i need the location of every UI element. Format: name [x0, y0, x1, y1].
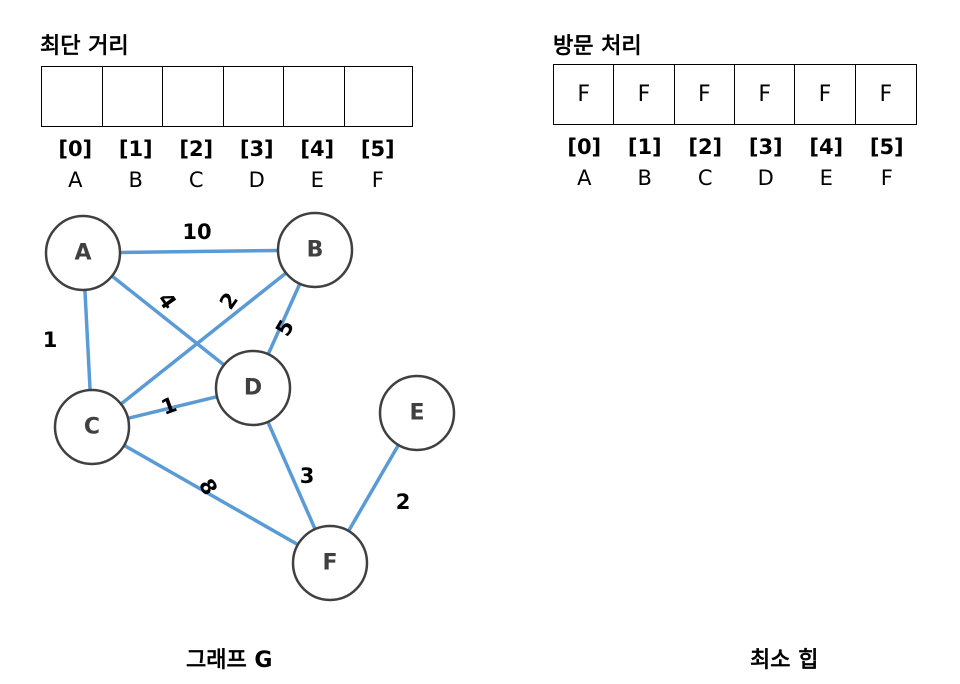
visited-label: E [819, 166, 833, 190]
visited-title: 방문 처리 [553, 34, 642, 59]
distance-cell-4 [284, 67, 345, 126]
distance-index: [3] [239, 137, 274, 161]
visited-label: D [757, 166, 774, 190]
distance-cell-0 [42, 67, 103, 126]
visited-label: B [637, 166, 652, 190]
edge-weight-A-C: 1 [43, 328, 58, 352]
distance-label: F [371, 168, 384, 192]
visited-index: [5] [869, 135, 904, 159]
edge-weight-E-F: 2 [396, 490, 411, 514]
distance-cell-3 [224, 67, 284, 126]
edge-B-D [266, 283, 302, 355]
visited-cell-4: F [795, 65, 856, 124]
node-E [378, 374, 456, 452]
edge-A-D [110, 274, 226, 367]
heap-caption: 최소 힙 [750, 648, 819, 673]
visited-cell-0: F [554, 65, 615, 124]
distance-array [41, 66, 413, 127]
distance-index: [4] [300, 137, 335, 161]
visited-labels: A B C D E F [554, 165, 917, 191]
visited-cell-3: F [735, 65, 796, 124]
distance-title: 최단 거리 [40, 34, 129, 59]
distance-indices: [0] [1] [2] [3] [4] [5] [45, 136, 408, 162]
graph-caption: 그래프 G [186, 648, 273, 673]
distance-label: C [188, 168, 204, 192]
visited-index: [0] [567, 135, 602, 159]
edge-weight-A-B: 10 [182, 220, 211, 244]
node-A [44, 214, 122, 292]
distance-labels: A B C D E F [45, 167, 408, 193]
graph-edges [83, 248, 400, 547]
visited-index: [2] [688, 135, 723, 159]
visited-label: C [697, 166, 713, 190]
distance-label: B [128, 168, 143, 192]
edge-A-B [119, 248, 279, 255]
edge-C-D [127, 395, 218, 420]
distance-index: [1] [118, 137, 153, 161]
edge-E-F [347, 444, 400, 532]
visited-label: F [880, 166, 893, 190]
node-label-C: C [84, 415, 100, 440]
edge-weight-C-D: 1 [158, 392, 180, 420]
node-label-D: D [244, 376, 262, 401]
visited-cell-1: F [614, 65, 675, 124]
visited-index: [4] [809, 135, 844, 159]
node-label-B: B [307, 238, 324, 263]
distance-index: [2] [179, 137, 214, 161]
graph-nodes: A B C D E F [44, 211, 456, 602]
distance-index: [5] [360, 137, 395, 161]
visited-label: A [577, 166, 592, 190]
edge-weight-C-F: 8 [194, 475, 222, 500]
node-B [276, 211, 354, 289]
distance-index: [0] [58, 137, 93, 161]
node-F [291, 524, 369, 602]
edge-B-C [119, 271, 288, 406]
visited-array: F F F F F F [553, 64, 917, 125]
edge-A-C [83, 289, 92, 391]
visited-index: [1] [627, 135, 662, 159]
distance-cell-1 [103, 67, 163, 126]
node-label-E: E [409, 401, 424, 426]
node-C [53, 388, 131, 466]
edge-D-F [266, 421, 317, 530]
visited-indices: [0] [1] [2] [3] [4] [5] [554, 134, 917, 160]
edge-C-F [123, 443, 299, 547]
distance-label: D [248, 168, 265, 192]
distance-cell-2 [163, 67, 224, 126]
node-label-A: A [74, 241, 91, 266]
distance-label: A [68, 168, 83, 192]
visited-index: [3] [748, 135, 783, 159]
distance-label: E [310, 168, 324, 192]
visited-cell-5: F [879, 82, 893, 107]
node-label-F: F [322, 551, 337, 576]
edge-weight-D-F: 3 [300, 464, 315, 488]
node-D [214, 349, 292, 427]
visited-cell-2: F [675, 65, 735, 124]
